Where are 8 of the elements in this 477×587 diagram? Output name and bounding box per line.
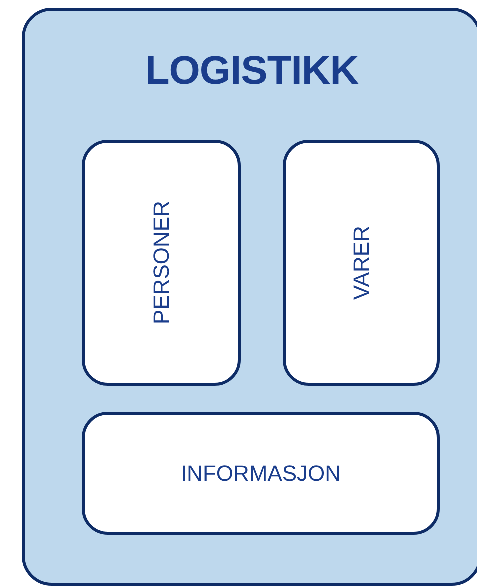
group-panel [22, 8, 477, 586]
rounded-box [82, 412, 440, 535]
panel-title: LOGISTIKK [145, 49, 359, 94]
box-label: INFORMASJON [180, 460, 342, 486]
rounded-box [283, 140, 440, 386]
rounded-box [82, 140, 241, 386]
box-label: PERSONER [148, 201, 174, 325]
box-label: VARER [348, 226, 374, 300]
